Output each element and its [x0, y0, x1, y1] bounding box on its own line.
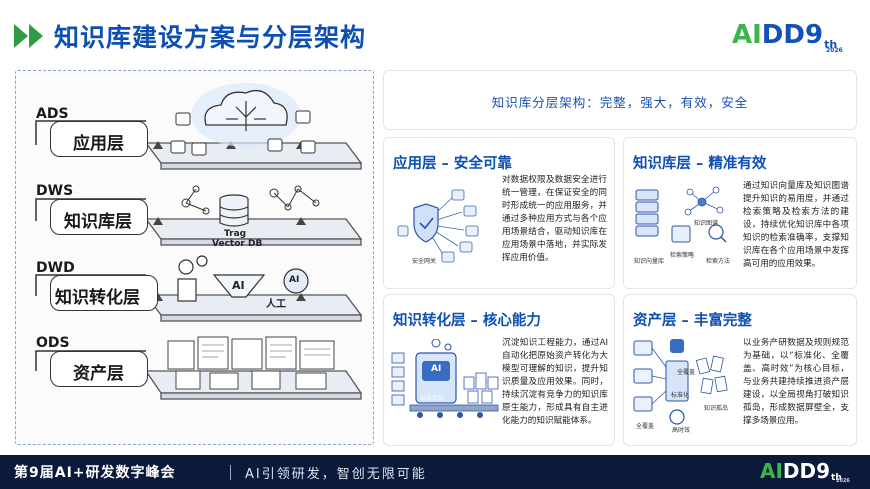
logo-ai-text: AI — [732, 20, 762, 50]
layer-code-ods: ODS — [36, 335, 70, 351]
knowledge-graph-label: 知识图谱 — [694, 220, 719, 227]
layer-box-ads: 应用层 — [50, 121, 148, 157]
layer-code-dws: DWS — [36, 183, 74, 199]
footer-logo-year: 2026 — [836, 478, 850, 484]
asset-layer-title: 资产层 – 丰富完整 — [633, 313, 752, 329]
page-title: 知识库建设方案与分层架构 — [54, 23, 367, 52]
standardization-label: 标准化 — [671, 392, 690, 399]
machine-ai-label: AI — [431, 364, 442, 374]
timeliness-label: 高时效 — [672, 427, 691, 434]
funnel-ai-label: AI — [232, 279, 245, 292]
ai-automation-machine-icon — [391, 339, 499, 418]
vector-db-label: 知识向量库 — [634, 258, 665, 265]
summary-text: 知识库分层架构：完整，强大，有效，安全 — [491, 95, 749, 110]
layer-box-dwd: 知识转化层 — [50, 275, 158, 311]
robot-ai-label: AI — [289, 275, 300, 285]
footer-bar — [0, 455, 870, 489]
footer-slogan: AI引领研发，智创无限可能 — [245, 467, 427, 482]
title-chevron-icon — [14, 24, 43, 48]
layer-illustration-panel: ADS 应用层 DWS 知识库层 DWD 知识转化层 ODS 资产层 Trag … — [15, 70, 374, 445]
asset-layer-card: 资产层 – 丰富完整 全覆盖 标准化 高时效 知识孤岛 全覆盖 以业务产研数据及… — [623, 294, 857, 446]
event-name: 第9届AI+研发数字峰会 — [14, 462, 176, 482]
app-layer-card: 应用层 – 安全可靠 安全网关 对数据权限及数据安全进行统一管理，在保证安全的同… — [383, 137, 615, 289]
knowledge-island-label: 知识孤岛 — [704, 405, 729, 412]
footer-logo-dd: DD — [782, 459, 817, 483]
app-layer-title: 应用层 – 安全可靠 — [393, 156, 512, 172]
layer-stack-illustration — [35, 83, 363, 400]
asset-layer-body: 以业务产研数据及规则规范为基础，以“标准化、全覆盖、高时效”为核心目标，与业务共… — [743, 338, 849, 426]
machine-label: AI自动化 — [420, 395, 444, 402]
event-prefix: 第9届 — [14, 465, 55, 481]
event-suffix: 研发数字峰会 — [85, 465, 176, 481]
asset-documents-icon — [633, 339, 728, 425]
coverage-label: 全覆盖 — [677, 369, 696, 376]
footer-divider — [230, 465, 231, 480]
logo-year: 2026 — [826, 47, 843, 54]
footer-logo-ai: AI — [760, 459, 783, 483]
retrieval-method-label: 检索方法 — [706, 258, 731, 265]
footer-logo-th: th — [831, 473, 842, 483]
kb-layer-body: 通过知识向量库及知识图谱提升知识的易用度，并通过检索策略及检索方法的建设，持续优… — [743, 181, 849, 269]
layer-name-dws: 知识库层 — [64, 212, 132, 232]
layer-box-ods: 资产层 — [50, 351, 148, 387]
retrieval-strategy-label: 检索策略 — [670, 252, 695, 259]
layer-name-ads: 应用层 — [73, 134, 124, 154]
kb-layer-title: 知识库层 – 精准有效 — [633, 156, 767, 172]
summary-card: 知识库分层架构：完整，强大，有效，安全 — [383, 70, 857, 130]
event-ai: AI+ — [54, 465, 86, 481]
layer-box-dws: 知识库层 — [50, 199, 148, 235]
db-label-vector: Vector DB — [212, 239, 263, 249]
logo-dd-text: DD — [761, 20, 805, 50]
vector-db-graph-icon — [635, 186, 727, 243]
transform-layer-title: 知识转化层 – 核心能力 — [393, 313, 541, 329]
shield-network-icon — [397, 189, 479, 263]
logo-th: th — [824, 38, 838, 51]
layer-name-ods: 资产层 — [73, 364, 124, 384]
security-gateway-label: 安全网关 — [412, 258, 437, 265]
footer-logo-edition: 9 — [816, 459, 831, 483]
layer-code-ads: ADS — [36, 106, 69, 122]
kb-layer-card: 知识库层 – 精准有效 知识向量库 知识图谱 检索策略 检索方法 通过知识向量库… — [623, 137, 857, 289]
manual-label: 人工 — [266, 299, 286, 310]
layer-code-dwd: DWD — [36, 260, 75, 276]
logo-edition: 9 — [804, 20, 824, 50]
transform-layer-card: 知识转化层 – 核心能力 AI AI自动化 沉淀知识工程能力，通过AI自动化把原… — [383, 294, 615, 446]
db-label-trag: Trag — [224, 229, 247, 239]
transform-layer-body: 沉淀知识工程能力，通过AI自动化把原始资产转化为大模型可理解的知识，提升知识质量… — [502, 338, 608, 426]
app-layer-body: 对数据权限及数据安全进行统一管理，在保证安全的同时形成统一的应用服务，并通过多种… — [502, 175, 607, 263]
coverage-label-2: 全覆盖 — [636, 423, 655, 430]
layer-name-dwd: 知识转化层 — [55, 288, 140, 308]
